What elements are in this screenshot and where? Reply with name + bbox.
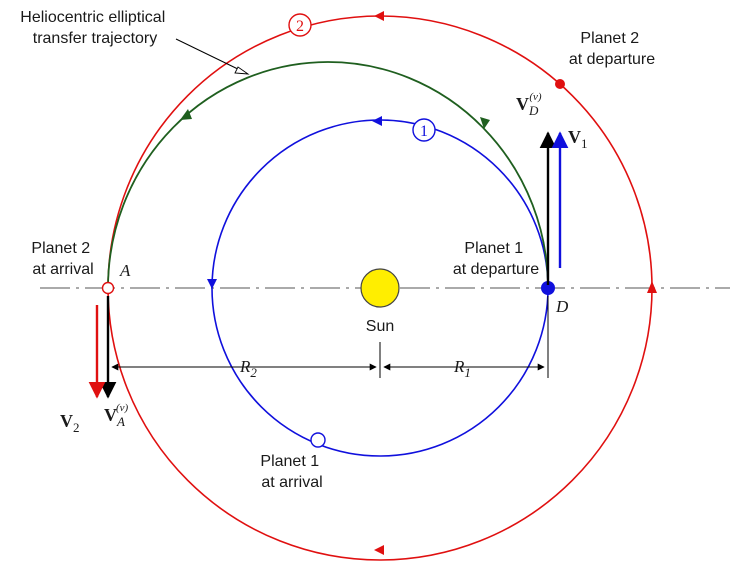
planet-1-at-arrival-marker bbox=[310, 432, 326, 448]
orbit-2-direction-arrow-bottom bbox=[374, 545, 384, 555]
orbit-1-direction-arrow-top bbox=[372, 116, 382, 126]
transfer-trajectory bbox=[107, 61, 549, 289]
planet-2-departure-label: Planet 2 at departure bbox=[569, 30, 655, 68]
vector-va-label: VA(v) bbox=[104, 402, 128, 429]
vector-v2-label: V2 bbox=[60, 411, 80, 435]
sun-label: Sun bbox=[366, 318, 394, 335]
orbit-1-number: 1 bbox=[420, 123, 428, 140]
sun bbox=[360, 268, 400, 308]
transfer-direction-arrow-upper-left bbox=[180, 109, 192, 120]
point-d-label: D bbox=[555, 297, 569, 316]
orbit-2-direction-arrow-right bbox=[647, 281, 657, 293]
planet-1-at-departure-marker bbox=[541, 281, 555, 295]
planet-1-arrival-label: Planet 1 at arrival bbox=[260, 453, 323, 491]
vector-vd-label: VD(v) bbox=[516, 91, 542, 118]
vector-v1-label: V1 bbox=[568, 127, 588, 151]
dimension-r2-label: R2 bbox=[239, 357, 257, 380]
planet-1-departure-label: Planet 1 at departure bbox=[453, 240, 539, 278]
transfer-label-leader bbox=[175, 38, 245, 73]
planet-2-at-departure-marker bbox=[555, 79, 565, 89]
orbit-2-direction-arrow-top bbox=[374, 11, 384, 21]
orbit-2-number-badge bbox=[288, 13, 312, 37]
dimension-r1-label: R1 bbox=[453, 357, 471, 380]
point-a-label: A bbox=[119, 261, 131, 280]
orbit-1-number-badge bbox=[412, 118, 436, 142]
planet-2-arrival-label: Planet 2 at arrival bbox=[31, 240, 94, 278]
planet-2-at-arrival-marker bbox=[101, 281, 115, 295]
orbit-1-direction-arrow-left bbox=[207, 279, 217, 289]
transfer-trajectory-label: Heliocentric elliptical transfer traject… bbox=[20, 9, 169, 47]
transfer-label-leader-head bbox=[234, 66, 250, 75]
transfer-direction-arrow-upper-right bbox=[480, 117, 490, 129]
orbit-2-number: 2 bbox=[296, 18, 304, 35]
